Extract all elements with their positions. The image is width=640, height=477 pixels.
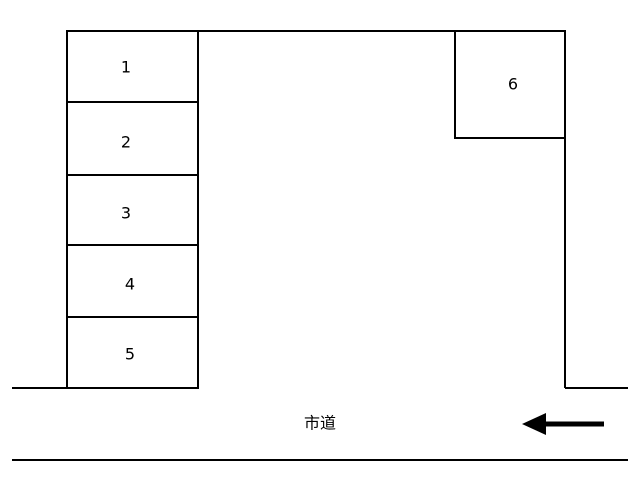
parking-space-4[interactable]: 4 [66,244,199,318]
parking-space-1-box [66,30,199,103]
parking-space-2-box [66,101,199,176]
parking-space-1[interactable]: 1 [66,30,199,103]
parking-space-3-label: 3 [121,204,131,223]
parking-space-5[interactable]: 5 [66,316,199,389]
parking-space-5-label: 5 [125,345,135,364]
parking-space-2[interactable]: 2 [66,101,199,176]
parking-space-2-label: 2 [121,133,131,152]
arrow-left-icon [522,413,604,435]
parking-space-5-box [66,316,199,389]
parking-space-1-label: 1 [121,58,131,77]
parking-space-4-label: 4 [125,275,135,294]
road-label: 市道 [304,414,336,433]
parking-space-3[interactable]: 3 [66,174,199,246]
parking-space-6-box [454,30,566,139]
parking-space-6[interactable]: 6 [454,30,566,139]
parking-space-6-label: 6 [508,75,518,94]
parking-space-3-box [66,174,199,246]
